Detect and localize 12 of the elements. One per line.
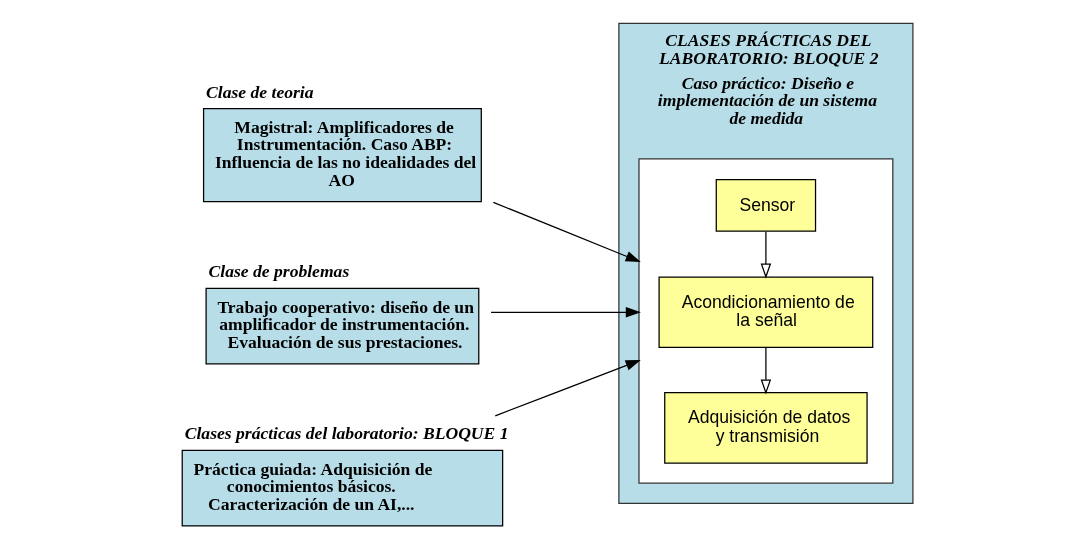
node-box: Adquisición de datos y transmisión xyxy=(663,392,868,464)
arrow xyxy=(492,201,641,263)
node-label: Clases prácticas del laboratorio: BLOQUE 1 xyxy=(184,423,508,444)
arrow xyxy=(760,231,771,279)
arrow xyxy=(760,347,771,395)
arrow xyxy=(494,359,641,417)
node-box: Acondicionamiento de la señal xyxy=(657,276,873,349)
arrow xyxy=(489,307,641,318)
node-label: Clase de problemas xyxy=(208,261,349,282)
node-label: Clase de teoria xyxy=(205,81,314,102)
node-box: Sensor xyxy=(715,179,816,232)
cluster xyxy=(637,158,893,484)
